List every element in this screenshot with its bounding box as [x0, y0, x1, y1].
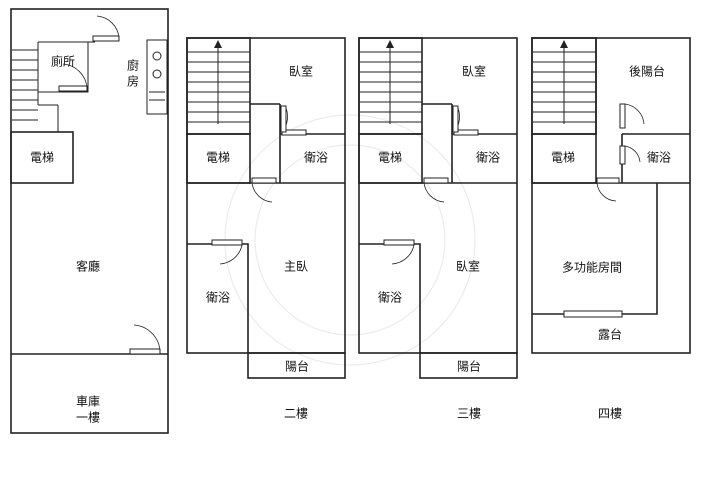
floor-4-elevator-label: 電梯	[551, 151, 575, 165]
floor-2-bedroom-label: 臥室	[289, 64, 313, 79]
floor-1-kitchen-label-2: 房	[127, 74, 139, 89]
floor-2-bath-upper-label: 衛浴	[304, 151, 328, 165]
floor-2-bath-lower-label: 衛浴	[206, 291, 230, 305]
floor-3-elevator-label: 電梯	[378, 151, 402, 165]
floor-2-plan	[186, 37, 346, 379]
floor-4-bath-label: 衛浴	[647, 151, 671, 165]
watermark	[224, 114, 476, 366]
floor-2-master-label: 主臥	[284, 260, 308, 274]
floor-1-name-label: 一樓	[76, 410, 100, 425]
floor-2-title: 二樓	[284, 406, 308, 421]
floor-1-living-label: 客廳	[76, 259, 100, 274]
floor-2-elevator-label: 電梯	[206, 151, 230, 165]
floor-4-title: 四樓	[598, 406, 622, 421]
floor-4-stair	[531, 37, 597, 135]
floor-4-terrace-label: 露台	[598, 327, 622, 342]
floor-4-rear-balcony-label: 後陽台	[629, 64, 665, 79]
floor-1-plan	[10, 8, 169, 434]
floor-3-bedroom-upper-label: 臥室	[462, 64, 486, 79]
floor-4-multipurpose-label: 多功能房間	[562, 260, 622, 275]
floor-3-plan	[358, 37, 518, 379]
floor-3-balcony-label: 陽台	[457, 359, 481, 374]
floor-3-bedroom-lower-label: 臥室	[456, 259, 480, 274]
floor-1-kitchen-label-1: 廚	[127, 58, 139, 73]
floor-3-title: 三樓	[457, 406, 481, 421]
floor-2-stair	[186, 37, 251, 135]
floor-2-balcony-label: 陽台	[285, 359, 309, 374]
floor-4-plan	[531, 37, 691, 354]
floor-1-toilet-label: 廁所	[51, 54, 75, 69]
floor-1-elevator-label: 電梯	[30, 151, 54, 165]
floor-3-bath-lower-label: 衛浴	[378, 291, 402, 305]
floor-3-stair	[358, 37, 423, 135]
floor-1-garage-label: 車庫	[76, 395, 100, 409]
floor-3-bath-upper-label: 衛浴	[476, 151, 500, 165]
